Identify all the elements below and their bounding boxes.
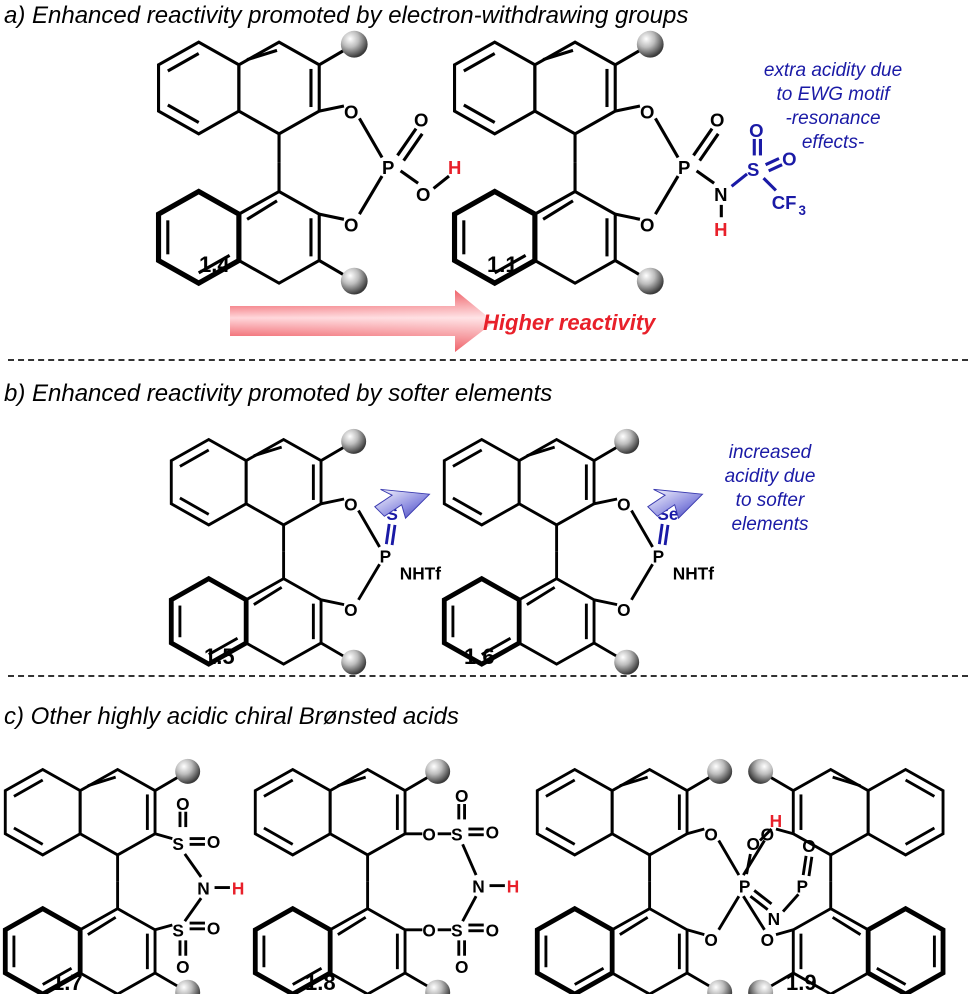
- softer-note-line-1: increased: [729, 442, 813, 463]
- c11-n: N: [714, 184, 727, 205]
- c16-o1: O: [617, 495, 630, 515]
- compound-1-1: O O P O N H S O O CF 3: [455, 31, 806, 295]
- softer-note-line-3: to softer: [736, 490, 805, 511]
- c17-h: H: [232, 878, 244, 898]
- c14-o1: O: [344, 101, 358, 122]
- c14-p: P: [382, 157, 394, 178]
- c17-o1: O: [176, 794, 189, 814]
- compound-1-4-label: 1.4: [199, 252, 230, 277]
- c14-o2: O: [344, 215, 358, 236]
- c19-p1: P: [739, 876, 751, 896]
- c18-o3: O: [486, 921, 499, 941]
- compound-1-6-label: 1.6: [464, 644, 495, 669]
- c11-p: P: [678, 157, 690, 178]
- compound-1-7-label: 1.7: [52, 970, 83, 994]
- c19-o1: O: [704, 825, 717, 845]
- c17-n: N: [197, 878, 209, 898]
- section-c-title: c) Other highly acidic chiral Brønsted a…: [4, 703, 459, 730]
- c18-ob: O: [422, 921, 435, 941]
- c11-o1: O: [640, 101, 654, 122]
- c16-nhtf: NHTf: [673, 564, 714, 584]
- ewg-note-line-4: effects-: [802, 132, 864, 153]
- c11-cf3-sub: 3: [799, 203, 806, 218]
- softer-note: increased acidity due to softer elements: [725, 442, 816, 535]
- compound-1-6: O O P Se NHTf: [444, 429, 714, 675]
- compound-1-9-label: 1.9: [786, 970, 817, 994]
- reactivity-arrow: [230, 290, 494, 352]
- c17-o4: O: [176, 957, 189, 977]
- c11-s: S: [747, 159, 759, 180]
- c17-s1: S: [172, 834, 184, 854]
- c18-h: H: [507, 876, 519, 896]
- compound-1-7: S S O O N H O O: [5, 759, 244, 994]
- c15-o2: O: [344, 600, 357, 620]
- c11-h: H: [714, 219, 727, 240]
- c11-o3: O: [710, 110, 724, 131]
- c18-o2: O: [486, 823, 499, 843]
- c17-o3: O: [207, 919, 220, 939]
- c18-s2: S: [451, 921, 463, 941]
- c16-o2: O: [617, 600, 630, 620]
- c18-s1: S: [451, 825, 463, 845]
- compound-1-5-label: 1.5: [204, 644, 235, 669]
- compound-1-9: O O P O H N P O O O: [537, 759, 943, 994]
- ewg-note-line-1: extra acidity due: [764, 60, 902, 81]
- ewg-note: extra acidity due to EWG motif -resonanc…: [764, 60, 902, 153]
- reactivity-label: Higher reactivity: [483, 310, 657, 335]
- compound-1-1-label: 1.1: [487, 252, 518, 277]
- c17-s2: S: [172, 921, 184, 941]
- c15-o1: O: [344, 495, 357, 515]
- c19-p2: P: [796, 876, 808, 896]
- c17-o2: O: [207, 832, 220, 852]
- c15-p: P: [380, 546, 392, 566]
- divider-b-c: [8, 675, 968, 677]
- softer-note-line-4: elements: [731, 514, 809, 535]
- c15-s: S: [386, 504, 398, 524]
- compound-1-4: O O P O O H: [159, 31, 461, 295]
- c19-o2: O: [704, 930, 717, 950]
- c15-nhtf: NHTf: [400, 564, 441, 584]
- compound-1-8-label: 1.8: [305, 970, 336, 994]
- c11-so2: O: [782, 149, 796, 170]
- c14-o4: O: [416, 184, 430, 205]
- c19-h: H: [770, 811, 782, 831]
- section-a-title: a) Enhanced reactivity promoted by elect…: [4, 2, 689, 29]
- section-b-title: b) Enhanced reactivity promoted by softe…: [4, 380, 553, 407]
- c19-o6: O: [761, 930, 774, 950]
- divider-a-b: [8, 359, 968, 361]
- ewg-note-line-3: -resonance: [785, 108, 880, 129]
- softer-note-line-2: acidity due: [725, 466, 816, 487]
- c18-o1: O: [455, 786, 468, 806]
- c19-o5: O: [761, 825, 774, 845]
- compound-1-5: O O P S NHTf: [171, 429, 441, 675]
- c11-cf3: CF: [772, 192, 797, 213]
- c14-o3: O: [414, 110, 428, 131]
- c11-so1: O: [749, 120, 763, 141]
- c11-o2: O: [640, 215, 654, 236]
- c16-p: P: [653, 546, 665, 566]
- c19-n: N: [768, 909, 780, 929]
- c19-o3: O: [747, 834, 760, 854]
- ewg-note-line-2: to EWG motif: [777, 84, 892, 105]
- c18-o4: O: [455, 957, 468, 977]
- compound-1-8: O O S S O O N H O O: [255, 759, 519, 994]
- c18-oa: O: [422, 825, 435, 845]
- c14-h: H: [448, 157, 461, 178]
- c18-n: N: [472, 876, 484, 896]
